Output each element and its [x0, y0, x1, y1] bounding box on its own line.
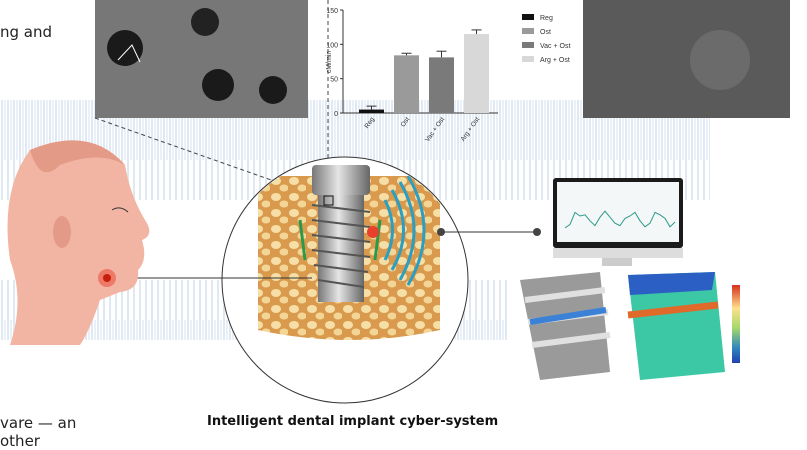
- implant-head: [312, 165, 370, 195]
- signal-waves-icon: [383, 175, 426, 286]
- y-axis-label: cM/min: [326, 51, 333, 74]
- pain-point-icon: [103, 274, 111, 282]
- color-scale-bar: [732, 285, 740, 363]
- legend-label: Reg: [540, 15, 553, 22]
- lesion-marker: [367, 226, 379, 238]
- bar-Ost: [394, 55, 419, 113]
- y-tick-label: 50: [330, 77, 338, 84]
- x-tick-label: Ost: [400, 116, 412, 128]
- bar-Reg: [359, 109, 384, 113]
- y-tick-label: 0: [334, 111, 338, 118]
- implant-3d-render: [508, 272, 623, 382]
- sem-image-left: [95, 0, 308, 118]
- legend-swatch: [522, 42, 534, 48]
- monitor: [553, 178, 683, 266]
- legend-swatch: [522, 14, 534, 20]
- legend-label: Ost: [540, 29, 551, 36]
- fea-stress-map: [620, 270, 750, 382]
- y-tick-label: 100: [326, 42, 338, 49]
- legend-swatch: [522, 28, 534, 34]
- legend-label: Arg + Ost: [540, 57, 570, 64]
- body-text-bottom-1: vare — an: [0, 414, 77, 432]
- monitor-line-chart: [564, 210, 676, 229]
- sem-image-right: [583, 0, 790, 118]
- body-text-top: ng and: [0, 23, 53, 41]
- legend-swatch: [522, 56, 534, 62]
- y-tick-label: 150: [326, 8, 338, 15]
- bar-Arg + Ost: [464, 34, 489, 113]
- human-head: [7, 140, 150, 345]
- bar-Vac + Ost: [429, 57, 454, 113]
- figure-caption: Intelligent dental implant cyber-system: [207, 414, 499, 429]
- legend-label: Vac + Ost: [540, 43, 570, 50]
- zoom-box: [323, 195, 334, 206]
